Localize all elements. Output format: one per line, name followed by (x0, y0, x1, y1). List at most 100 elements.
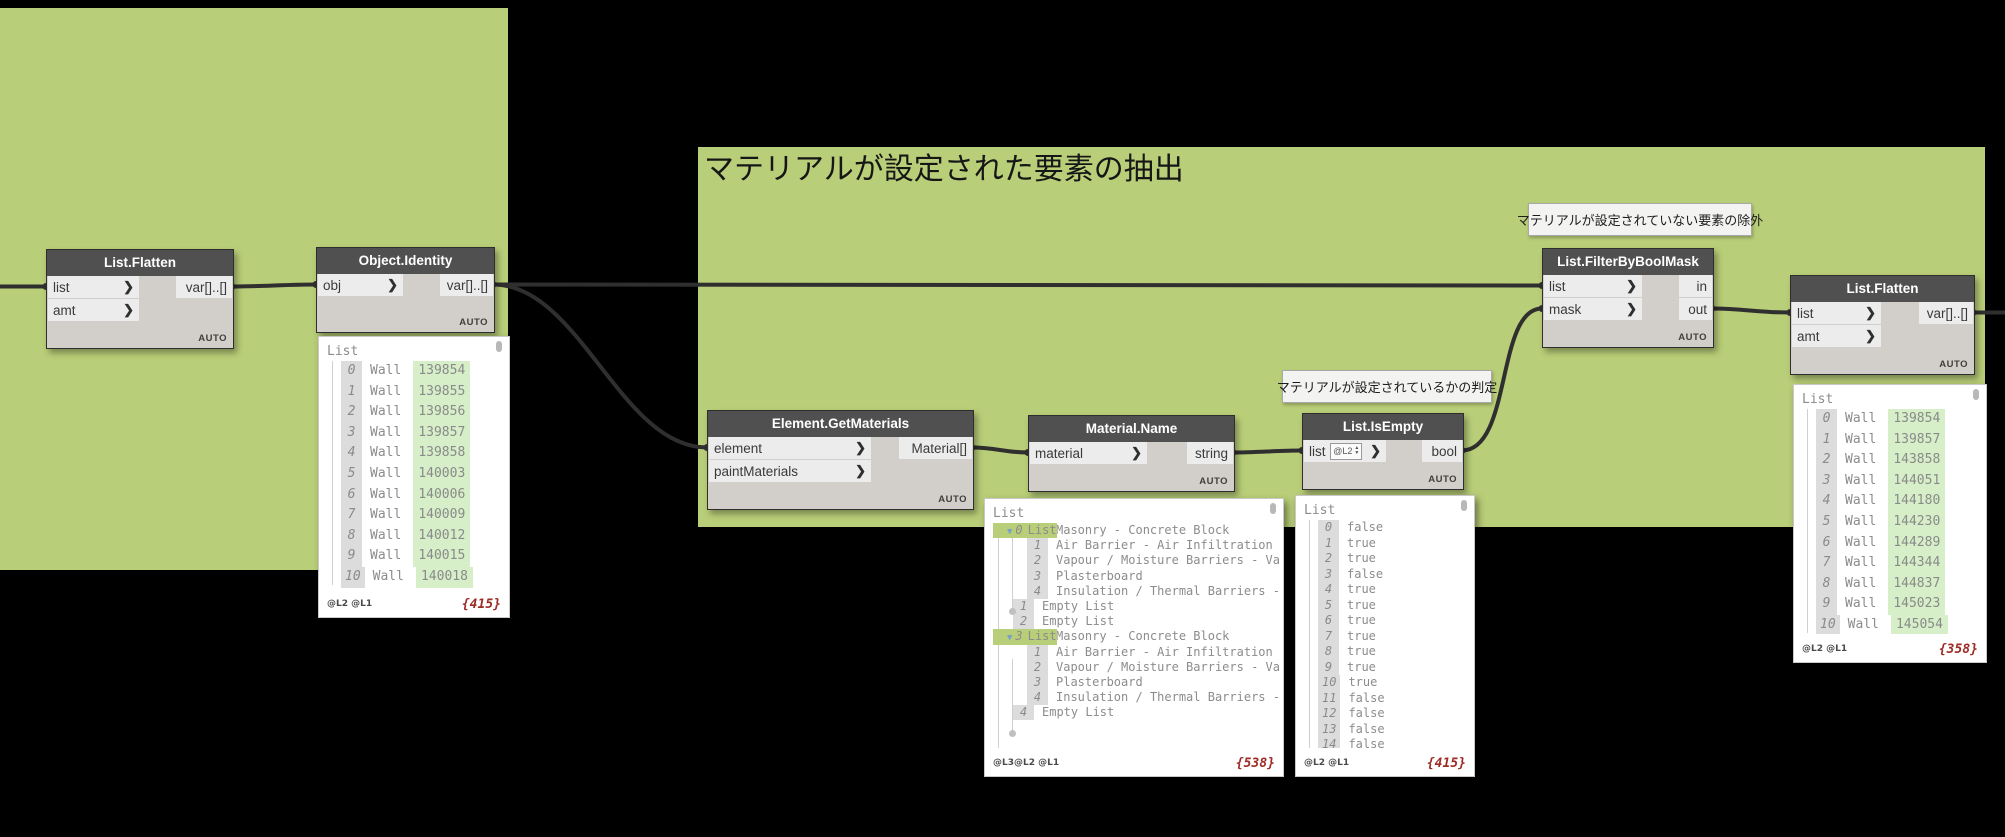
level-spinner[interactable]: ▲▼ (1354, 446, 1359, 456)
group-title[interactable]: マテリアルが設定された要素の抽出 (704, 153, 1184, 186)
pin-icon[interactable] (1270, 503, 1276, 514)
input-port-amt[interactable]: amt❯ (48, 299, 139, 321)
pin-icon[interactable] (1973, 389, 1979, 400)
input-port-list[interactable]: list@L2▲▼❯ (1304, 440, 1386, 462)
list-index: 8 (341, 525, 362, 547)
output-port-bool[interactable]: bool (1422, 440, 1462, 462)
wire[interactable] (1232, 448, 1303, 455)
material-name-value: Insulation / Thermal Barriers - (1056, 690, 1280, 705)
input-port-list[interactable]: list❯ (1792, 302, 1881, 324)
item-type: Wall (1845, 534, 1877, 550)
bubble-footer: @L3@L2 @L1{538} (985, 750, 1283, 776)
pin-icon[interactable] (1461, 500, 1467, 511)
spinner-up-icon[interactable]: ▲ (1354, 445, 1360, 451)
node-title[interactable]: Material.Name (1029, 416, 1234, 442)
wire[interactable] (1461, 306, 1543, 453)
input-port-list[interactable]: list❯ (48, 276, 139, 298)
node-title[interactable]: Element.GetMaterials (708, 411, 973, 437)
level-widget[interactable]: @L2▲▼ (1330, 442, 1363, 460)
port-label: amt (53, 302, 76, 318)
output-port-string[interactable]: string (1187, 442, 1233, 464)
output-port-Material[][interactable]: Material[] (899, 437, 972, 459)
item-count: {358} (1938, 641, 1978, 657)
element-id-value: 145023 (1888, 594, 1946, 615)
input-port-element[interactable]: element❯ (709, 437, 871, 459)
node-title[interactable]: List.Flatten (47, 250, 233, 276)
item-type: Wall (370, 445, 402, 461)
bool-value: true (1348, 675, 1378, 689)
input-port-obj[interactable]: obj❯ (318, 274, 403, 296)
input-port-mask[interactable]: mask❯ (1544, 298, 1642, 320)
list-index: 5 (1816, 511, 1837, 533)
node-title[interactable]: List.Flatten (1791, 276, 1974, 302)
wire[interactable] (492, 282, 1543, 288)
list-index: 4 (1318, 582, 1339, 598)
expand-icon[interactable]: ▼ (1007, 527, 1013, 537)
element-id-value: 139854 (413, 361, 471, 382)
material-name-value: Masonry - Concrete Block (1056, 629, 1230, 644)
wire[interactable] (231, 282, 317, 289)
element-id-value: 139857 (413, 422, 471, 444)
input-port-paintMaterials[interactable]: paintMaterials❯ (709, 460, 871, 482)
output-port-out[interactable]: out (1679, 298, 1712, 320)
note-judge[interactable]: マテリアルが設定されているかの判定 (1277, 370, 1497, 403)
node-title[interactable]: List.FilterByBoolMask (1543, 249, 1713, 275)
tree-guide-dot (1009, 730, 1016, 737)
output-port-var[]..[][interactable]: var[]..[] (440, 274, 493, 296)
input-port-list[interactable]: list❯ (1544, 275, 1642, 297)
node-title[interactable]: Object.Identity (317, 248, 494, 274)
element-id-value: 139854 (1888, 409, 1946, 430)
output-port-var[]..[][interactable]: var[]..[] (1919, 302, 1973, 324)
list-index: 1 (1816, 429, 1837, 451)
spinner-down-icon[interactable]: ▼ (1354, 450, 1360, 456)
input-port-material[interactable]: material❯ (1030, 442, 1147, 464)
note-exclude[interactable]: マテリアルが設定されていない要素の除外 (1517, 203, 1763, 236)
item-type: Wall (1845, 513, 1877, 529)
expand-icon[interactable]: ▼ (1007, 633, 1013, 644)
wire[interactable] (492, 282, 708, 450)
item-count: {415} (1426, 755, 1466, 771)
wire[interactable] (971, 445, 1029, 455)
input-port-amt[interactable]: amt❯ (1792, 325, 1881, 347)
list-root-label: List (1304, 503, 1336, 518)
output-port-var[]..[][interactable]: var[]..[] (176, 276, 232, 298)
element-id-value: 140003 (413, 463, 471, 485)
bool-value: true (1347, 551, 1376, 565)
preview-bubble-bubble-materials[interactable]: List▼0List0Masonry - Concrete Block1Air … (984, 498, 1284, 777)
pin-icon[interactable] (496, 341, 502, 352)
port-label: list (1549, 278, 1566, 294)
bool-value: true (1347, 613, 1376, 627)
wire[interactable] (1711, 306, 1791, 315)
port-label: obj (323, 277, 342, 293)
output-port-in[interactable]: in (1679, 275, 1712, 297)
list-index: 6 (1318, 613, 1339, 629)
list-root-label: List (993, 506, 1025, 521)
list-index: 14 (1318, 737, 1341, 748)
node-title[interactable]: List.IsEmpty (1303, 414, 1463, 440)
list-index: 9 (1816, 594, 1837, 615)
